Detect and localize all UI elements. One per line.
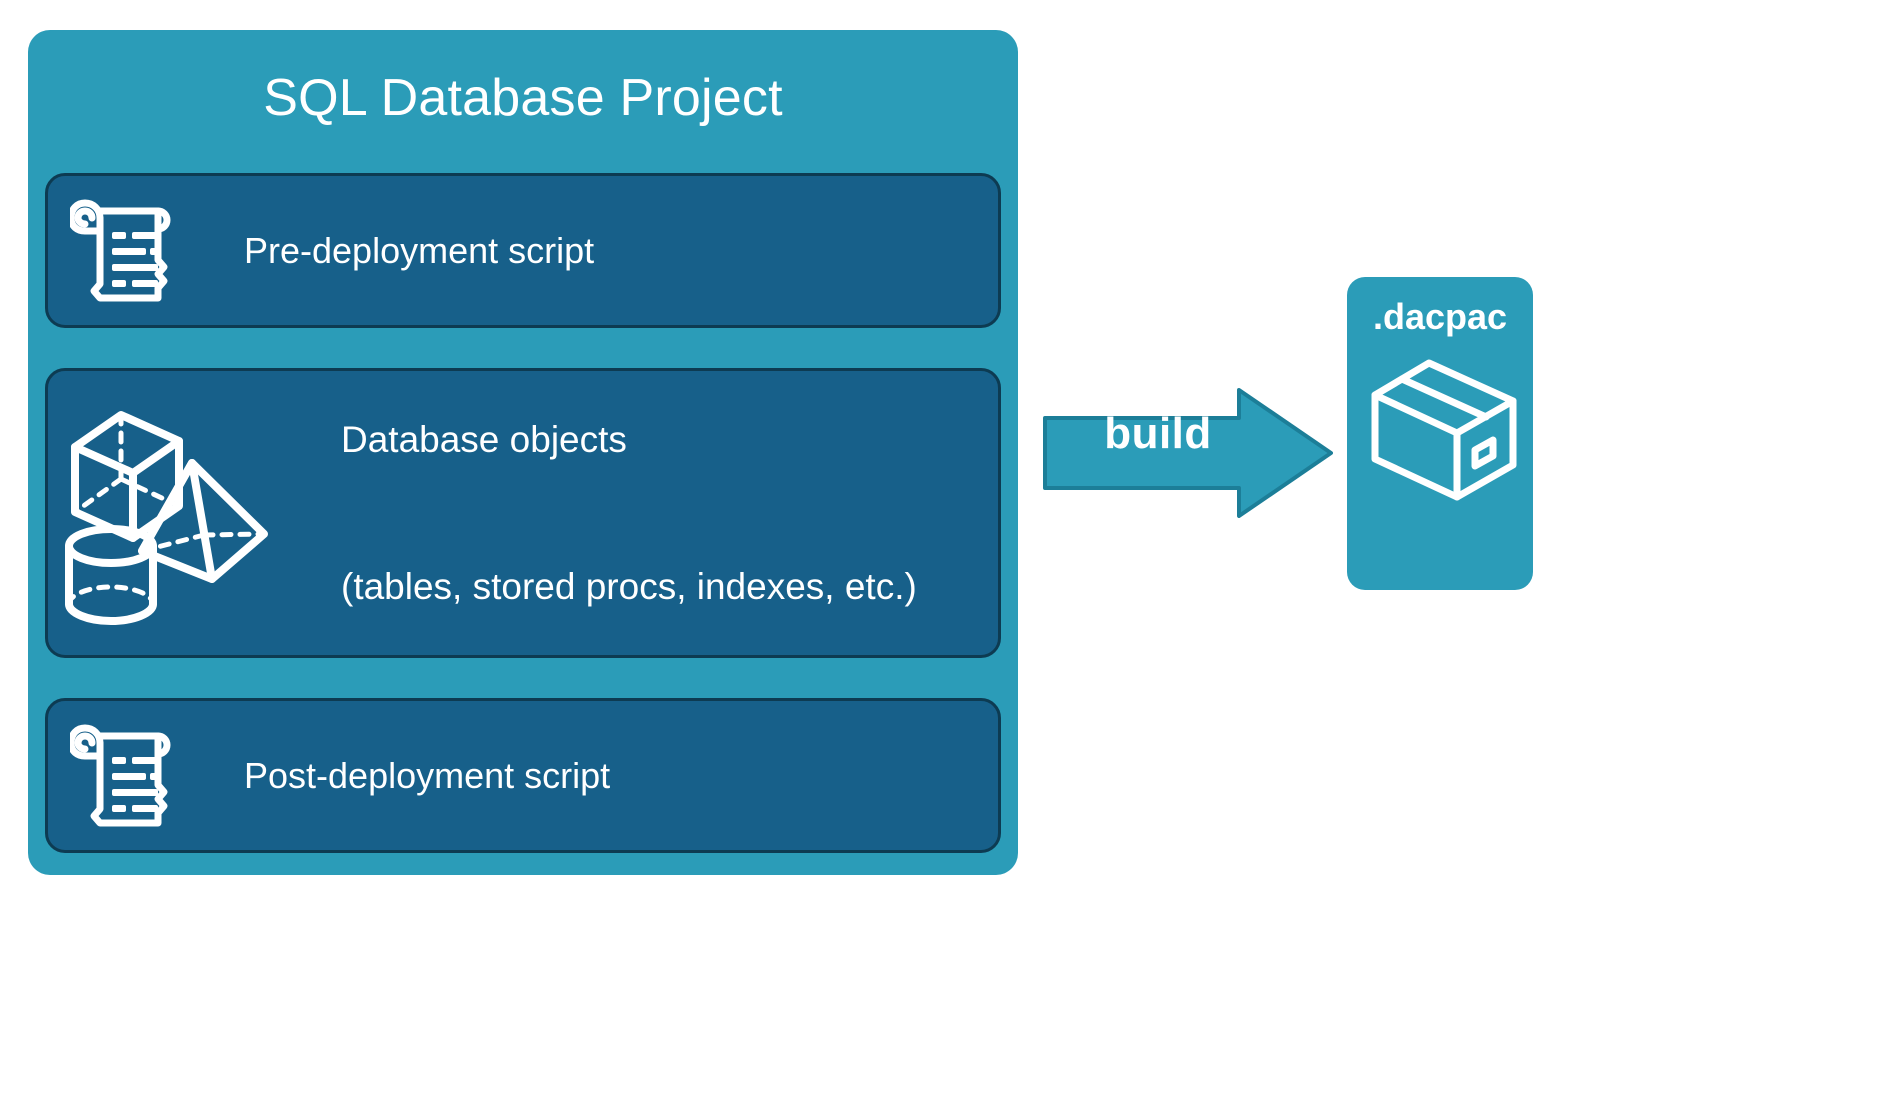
card-label-pre-deployment: Pre-deployment script bbox=[244, 229, 595, 271]
card-label-database-objects-line1: Database objects bbox=[341, 418, 627, 460]
sql-database-project-container: SQL Database Project bbox=[28, 30, 1018, 875]
dacpac-output-container: .dacpac bbox=[1347, 277, 1533, 590]
scroll-icon bbox=[56, 198, 196, 304]
page-title: SQL Database Project bbox=[263, 69, 783, 127]
arrow-right-icon bbox=[1043, 388, 1333, 518]
card-database-objects: Database objects (tables, stored procs, … bbox=[45, 368, 1001, 658]
card-label-database-objects-line2: (tables, stored procs, indexes, etc.) bbox=[341, 566, 917, 608]
build-arrow-label: build bbox=[1104, 409, 1212, 458]
dacpac-label: .dacpac bbox=[1372, 296, 1508, 337]
cylinder-icon bbox=[65, 524, 157, 625]
scroll-icon bbox=[56, 723, 196, 829]
card-post-deployment-script: Post-deployment script bbox=[45, 698, 1001, 853]
package-box-icon bbox=[1369, 355, 1519, 505]
3d-shapes-icon bbox=[58, 401, 273, 626]
card-label-post-deployment: Post-deployment script bbox=[244, 754, 611, 796]
card-label-database-objects: Database objects (tables, stored procs, … bbox=[341, 316, 917, 710]
card-pre-deployment-script: Pre-deployment script bbox=[45, 173, 1001, 328]
